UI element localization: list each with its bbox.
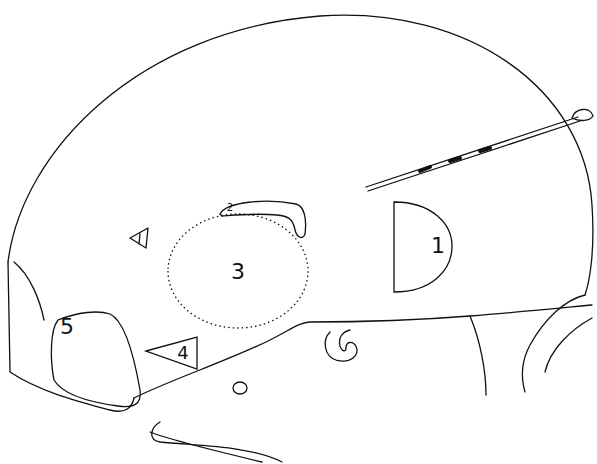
jaw-line — [470, 316, 486, 395]
marker-triangle: 4 — [144, 334, 200, 372]
probe — [366, 117, 580, 191]
frontal-region-outline — [392, 200, 456, 294]
temporal-region: 3 — [166, 212, 310, 330]
region-outline — [146, 337, 197, 369]
marker-triangle-outline — [144, 334, 200, 372]
parietal-region: 2 — [216, 196, 310, 242]
callout-number: 4 — [177, 344, 188, 362]
region-outline — [168, 214, 308, 328]
occipital-region: 5 — [48, 310, 144, 410]
probe-cap — [572, 109, 593, 120]
region-outline — [51, 312, 140, 407]
face-line — [522, 295, 585, 392]
mastoid — [233, 382, 247, 394]
occipital-outline — [8, 262, 134, 411]
neck-curve — [152, 422, 282, 462]
region-outline — [394, 202, 452, 292]
neck-curve — [150, 432, 262, 462]
occipital-inner — [14, 262, 44, 320]
callout-number: 2 — [227, 203, 233, 213]
callout-number: 1 — [431, 235, 445, 257]
face-line — [545, 318, 592, 372]
callout-number: 3 — [231, 261, 245, 283]
probe-marks — [420, 148, 490, 171]
region-outline — [220, 201, 306, 237]
skull-outline — [8, 15, 593, 295]
frontal-region: 1 — [392, 200, 456, 294]
ear-canal — [325, 330, 357, 361]
callout-number: 5 — [60, 316, 74, 338]
marker-triangle — [130, 228, 148, 248]
